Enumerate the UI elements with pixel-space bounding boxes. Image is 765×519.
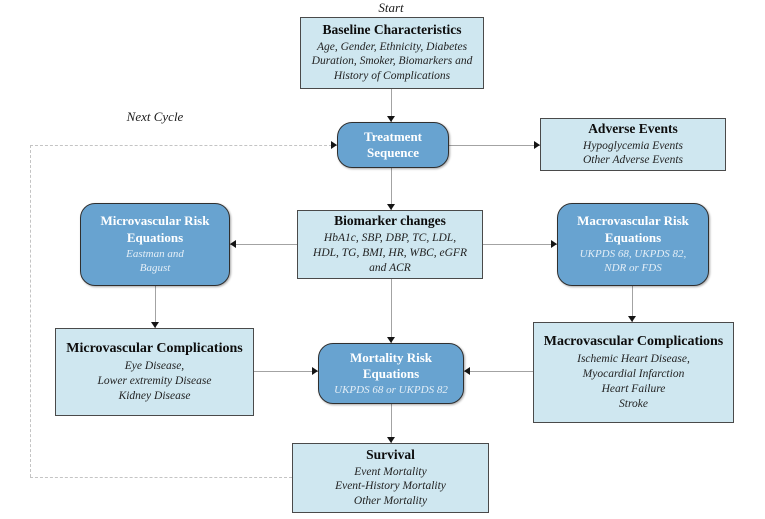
macrovascular-risk-equations-box: Macrovascular Risk Equations UKPDS 68, U… <box>557 203 709 286</box>
microcomp-details: Eye Disease, Lower extremity Disease Kid… <box>97 359 212 402</box>
microvascular-complications-box: Microvascular Complications Eye Disease,… <box>55 328 254 416</box>
baseline-details: Age, Gender, Ethnicity, Diabetes Duratio… <box>311 40 473 83</box>
microrisk-details: Eastman and Bagust <box>126 247 184 275</box>
arrowhead-into-adverse-left <box>534 141 540 149</box>
connector-biomarker-microrisk <box>230 244 297 245</box>
arrowhead-into-macrocomp-top <box>628 316 636 322</box>
connector-microrisk-microcomp <box>155 286 156 328</box>
mortality-title: Mortality Risk Equations <box>350 349 432 381</box>
arrowhead-into-survival-top <box>387 437 395 443</box>
adverse-events-box: Adverse Events Hypoglycemia Events Other… <box>540 118 726 171</box>
survival-details: Event Mortality Event-History Mortality … <box>335 465 446 508</box>
baseline-title: Baseline Characteristics <box>322 21 462 37</box>
adverse-title: Adverse Events <box>588 120 678 136</box>
connector-biomarker-mortality <box>391 279 392 343</box>
arrowhead-into-microcomp-top <box>151 322 159 328</box>
treatment-title: Treatment Sequence <box>364 128 422 160</box>
connector-biomarker-macrorisk <box>483 244 557 245</box>
dashed-connector-survival-loop-bottom <box>30 477 292 478</box>
connector-microcomp-mortality <box>254 371 318 372</box>
arrowhead-into-biomarker-top <box>387 204 395 210</box>
arrowhead-into-mortality-right <box>464 367 470 375</box>
macrocomp-title: Macrovascular Complications <box>543 334 724 350</box>
adverse-details: Hypoglycemia Events Other Adverse Events <box>582 139 684 167</box>
connector-treatment-biomarker <box>391 168 392 210</box>
biomarker-title: Biomarker changes <box>334 213 446 229</box>
biomarker-details: HbA1c, SBP, DBP, TC, LDL, HDL, TG, BMI, … <box>313 232 467 274</box>
arrowhead-into-treatment-top <box>387 116 395 122</box>
baseline-characteristics-box: Baseline Characteristics Age, Gender, Et… <box>300 17 484 89</box>
dashed-connector-loop-top <box>30 145 337 146</box>
survival-box: Survival Event Mortality Event-History M… <box>292 443 489 513</box>
next-cycle-label: Next Cycle <box>126 109 184 124</box>
connector-treatment-adverse <box>449 145 540 146</box>
biomarker-changes-box: Biomarker changes HbA1c, SBP, DBP, TC, L… <box>297 210 483 279</box>
arrowhead-into-treatment-left <box>331 141 337 149</box>
mortality-details: UKPDS 68 or UKPDS 82 <box>334 384 448 397</box>
macrocomp-details: Ischemic Heart Disease, Myocardial Infar… <box>577 352 690 410</box>
connector-macrocomp-mortality <box>464 371 533 372</box>
survival-title: Survival <box>366 446 415 462</box>
macrorisk-title: Macrovascular Risk Equations <box>577 213 689 245</box>
arrowhead-into-microrisk-right <box>230 240 236 248</box>
arrowhead-into-mortality-left <box>312 367 318 375</box>
start-label: Start <box>378 0 404 15</box>
connector-baseline-treatment <box>391 89 392 122</box>
microrisk-title: Microvascular Risk Equations <box>100 213 210 245</box>
connector-mortality-survival <box>391 404 392 443</box>
connector-macrorisk-macrocomp <box>632 286 633 322</box>
arrowhead-into-mortality-top <box>387 337 395 343</box>
mortality-risk-equations-box: Mortality Risk Equations UKPDS 68 or UKP… <box>318 343 464 404</box>
dashed-connector-loop-vertical <box>30 145 31 477</box>
microcomp-title: Microvascular Complications <box>66 341 243 357</box>
arrowhead-into-macrorisk-left <box>551 240 557 248</box>
macrorisk-details: UKPDS 68, UKPDS 82, NDR or FDS <box>579 247 687 275</box>
microvascular-risk-equations-box: Microvascular Risk Equations Eastman and… <box>80 203 230 286</box>
treatment-sequence-box: Treatment Sequence <box>337 122 449 168</box>
macrovascular-complications-box: Macrovascular Complications Ischemic Hea… <box>533 322 734 423</box>
